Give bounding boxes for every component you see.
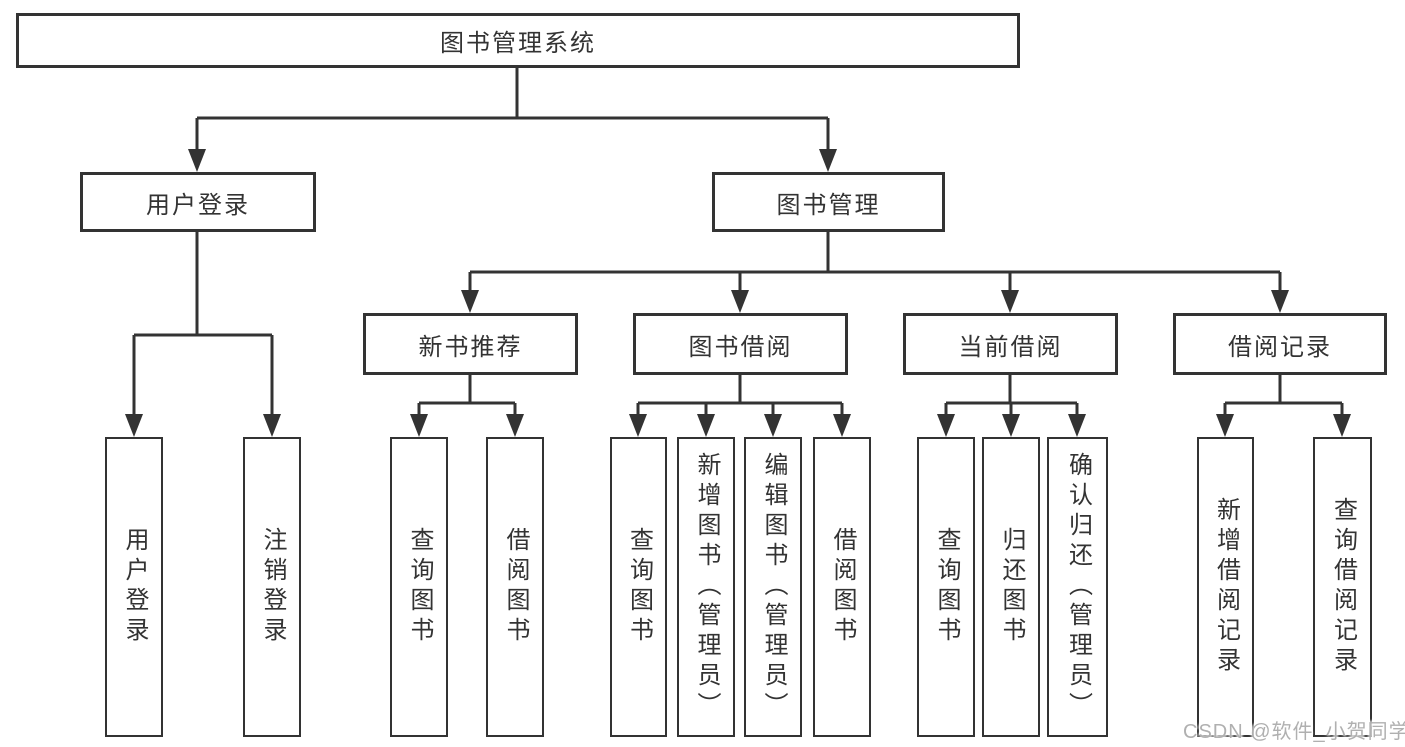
arrow-down-icon bbox=[1002, 414, 1020, 437]
edge-book-borrow-trunk bbox=[636, 375, 844, 419]
node-new-book-recommend: 新书推荐 bbox=[363, 313, 578, 375]
leaf-query-borrow-record: 查询借阅记录 bbox=[1313, 437, 1372, 737]
leaf-query-books-recommend: 查询图书 bbox=[390, 437, 448, 737]
leaf-logout: 注销登录 bbox=[243, 437, 301, 737]
leaf-label: 借阅图书 bbox=[829, 527, 856, 647]
node-current-borrow: 当前借阅 bbox=[903, 313, 1118, 375]
edge-new-book-recommend-trunk bbox=[417, 375, 517, 419]
edge-current-borrow-trunk bbox=[944, 375, 1079, 419]
node-borrow-records: 借阅记录 bbox=[1173, 313, 1387, 375]
edges-book-management-arrows bbox=[461, 290, 1289, 313]
arrow-down-icon bbox=[1333, 414, 1351, 437]
arrow-down-icon bbox=[1271, 290, 1289, 313]
arrow-down-icon bbox=[697, 414, 715, 437]
leaf-user-login: 用户登录 bbox=[105, 437, 163, 737]
csdn-watermark: CSDN @软件_小贺同学 bbox=[1183, 721, 1405, 743]
leaf-label: 新增借阅记录 bbox=[1212, 497, 1240, 677]
leaf-label: 借阅图书 bbox=[502, 527, 529, 647]
node-root: 图书管理系统 bbox=[16, 13, 1020, 68]
edges-new-book-recommend-arrows bbox=[410, 414, 524, 437]
leaf-edit-book-admin: 编辑图书（管理员） bbox=[744, 437, 802, 737]
arrow-down-icon bbox=[410, 414, 428, 437]
leaf-borrow-books-recommend: 借阅图书 bbox=[486, 437, 544, 737]
arrow-down-icon bbox=[731, 290, 749, 313]
leaf-query-books-borrow: 查询图书 bbox=[610, 437, 667, 737]
arrow-down-icon bbox=[263, 414, 281, 437]
edges-current-borrow bbox=[944, 375, 1079, 419]
arrow-down-icon bbox=[1001, 290, 1019, 313]
edges-root bbox=[195, 68, 830, 152]
leaf-label: 新增图书（管理员） bbox=[693, 452, 720, 722]
leaf-label: 归还图书 bbox=[998, 527, 1025, 647]
leaf-label: 注销登录 bbox=[259, 527, 286, 647]
leaf-label: 用户登录 bbox=[121, 527, 148, 647]
leaf-confirm-return-admin: 确认归还（管理员） bbox=[1047, 437, 1108, 737]
edges-book-borrow bbox=[636, 375, 844, 419]
node-book-borrow: 图书借阅 bbox=[633, 313, 848, 375]
leaf-label: 查询借阅记录 bbox=[1329, 497, 1357, 677]
leaf-borrow-books-borrow: 借阅图书 bbox=[813, 437, 871, 737]
leaf-add-borrow-record: 新增借阅记录 bbox=[1197, 437, 1254, 737]
arrow-down-icon bbox=[833, 414, 851, 437]
arrow-down-icon bbox=[629, 414, 647, 437]
edge-book-management-trunk bbox=[468, 232, 1282, 295]
arrow-down-icon bbox=[764, 414, 782, 437]
arrow-down-icon bbox=[1216, 414, 1234, 437]
leaf-label: 编辑图书（管理员） bbox=[760, 452, 787, 722]
arrow-down-icon bbox=[819, 149, 837, 172]
leaf-return-book: 归还图书 bbox=[982, 437, 1040, 737]
arrow-down-icon bbox=[937, 414, 955, 437]
leaf-add-book-admin: 新增图书（管理员） bbox=[677, 437, 735, 737]
node-user-login: 用户登录 bbox=[80, 172, 316, 232]
edge-borrow-records-trunk bbox=[1223, 375, 1344, 419]
leaf-label: 查询图书 bbox=[406, 527, 433, 647]
edge-user-login-trunk bbox=[132, 232, 274, 419]
arrow-down-icon bbox=[125, 414, 143, 437]
edges-book-management bbox=[468, 232, 1282, 295]
arrow-down-icon bbox=[1068, 414, 1086, 437]
edge-root-trunk bbox=[195, 68, 830, 152]
edges-user-login bbox=[132, 232, 274, 419]
leaf-label: 确认归还（管理员） bbox=[1064, 452, 1092, 722]
edges-book-borrow-arrows bbox=[629, 414, 851, 437]
edges-new-book-recommend bbox=[417, 375, 517, 419]
edges-current-borrow-arrows bbox=[937, 414, 1086, 437]
leaf-label: 查询图书 bbox=[933, 527, 960, 647]
leaf-query-books-current: 查询图书 bbox=[917, 437, 975, 737]
edges-root-arrows bbox=[188, 149, 837, 172]
edges-borrow-records-arrows bbox=[1216, 414, 1351, 437]
leaf-label: 查询图书 bbox=[625, 527, 653, 647]
edges-borrow-records bbox=[1223, 375, 1344, 419]
arrow-down-icon bbox=[461, 290, 479, 313]
arrow-down-icon bbox=[188, 149, 206, 172]
arrow-down-icon bbox=[506, 414, 524, 437]
node-book-management: 图书管理 bbox=[712, 172, 945, 232]
edges-user-login-arrows bbox=[125, 414, 281, 437]
